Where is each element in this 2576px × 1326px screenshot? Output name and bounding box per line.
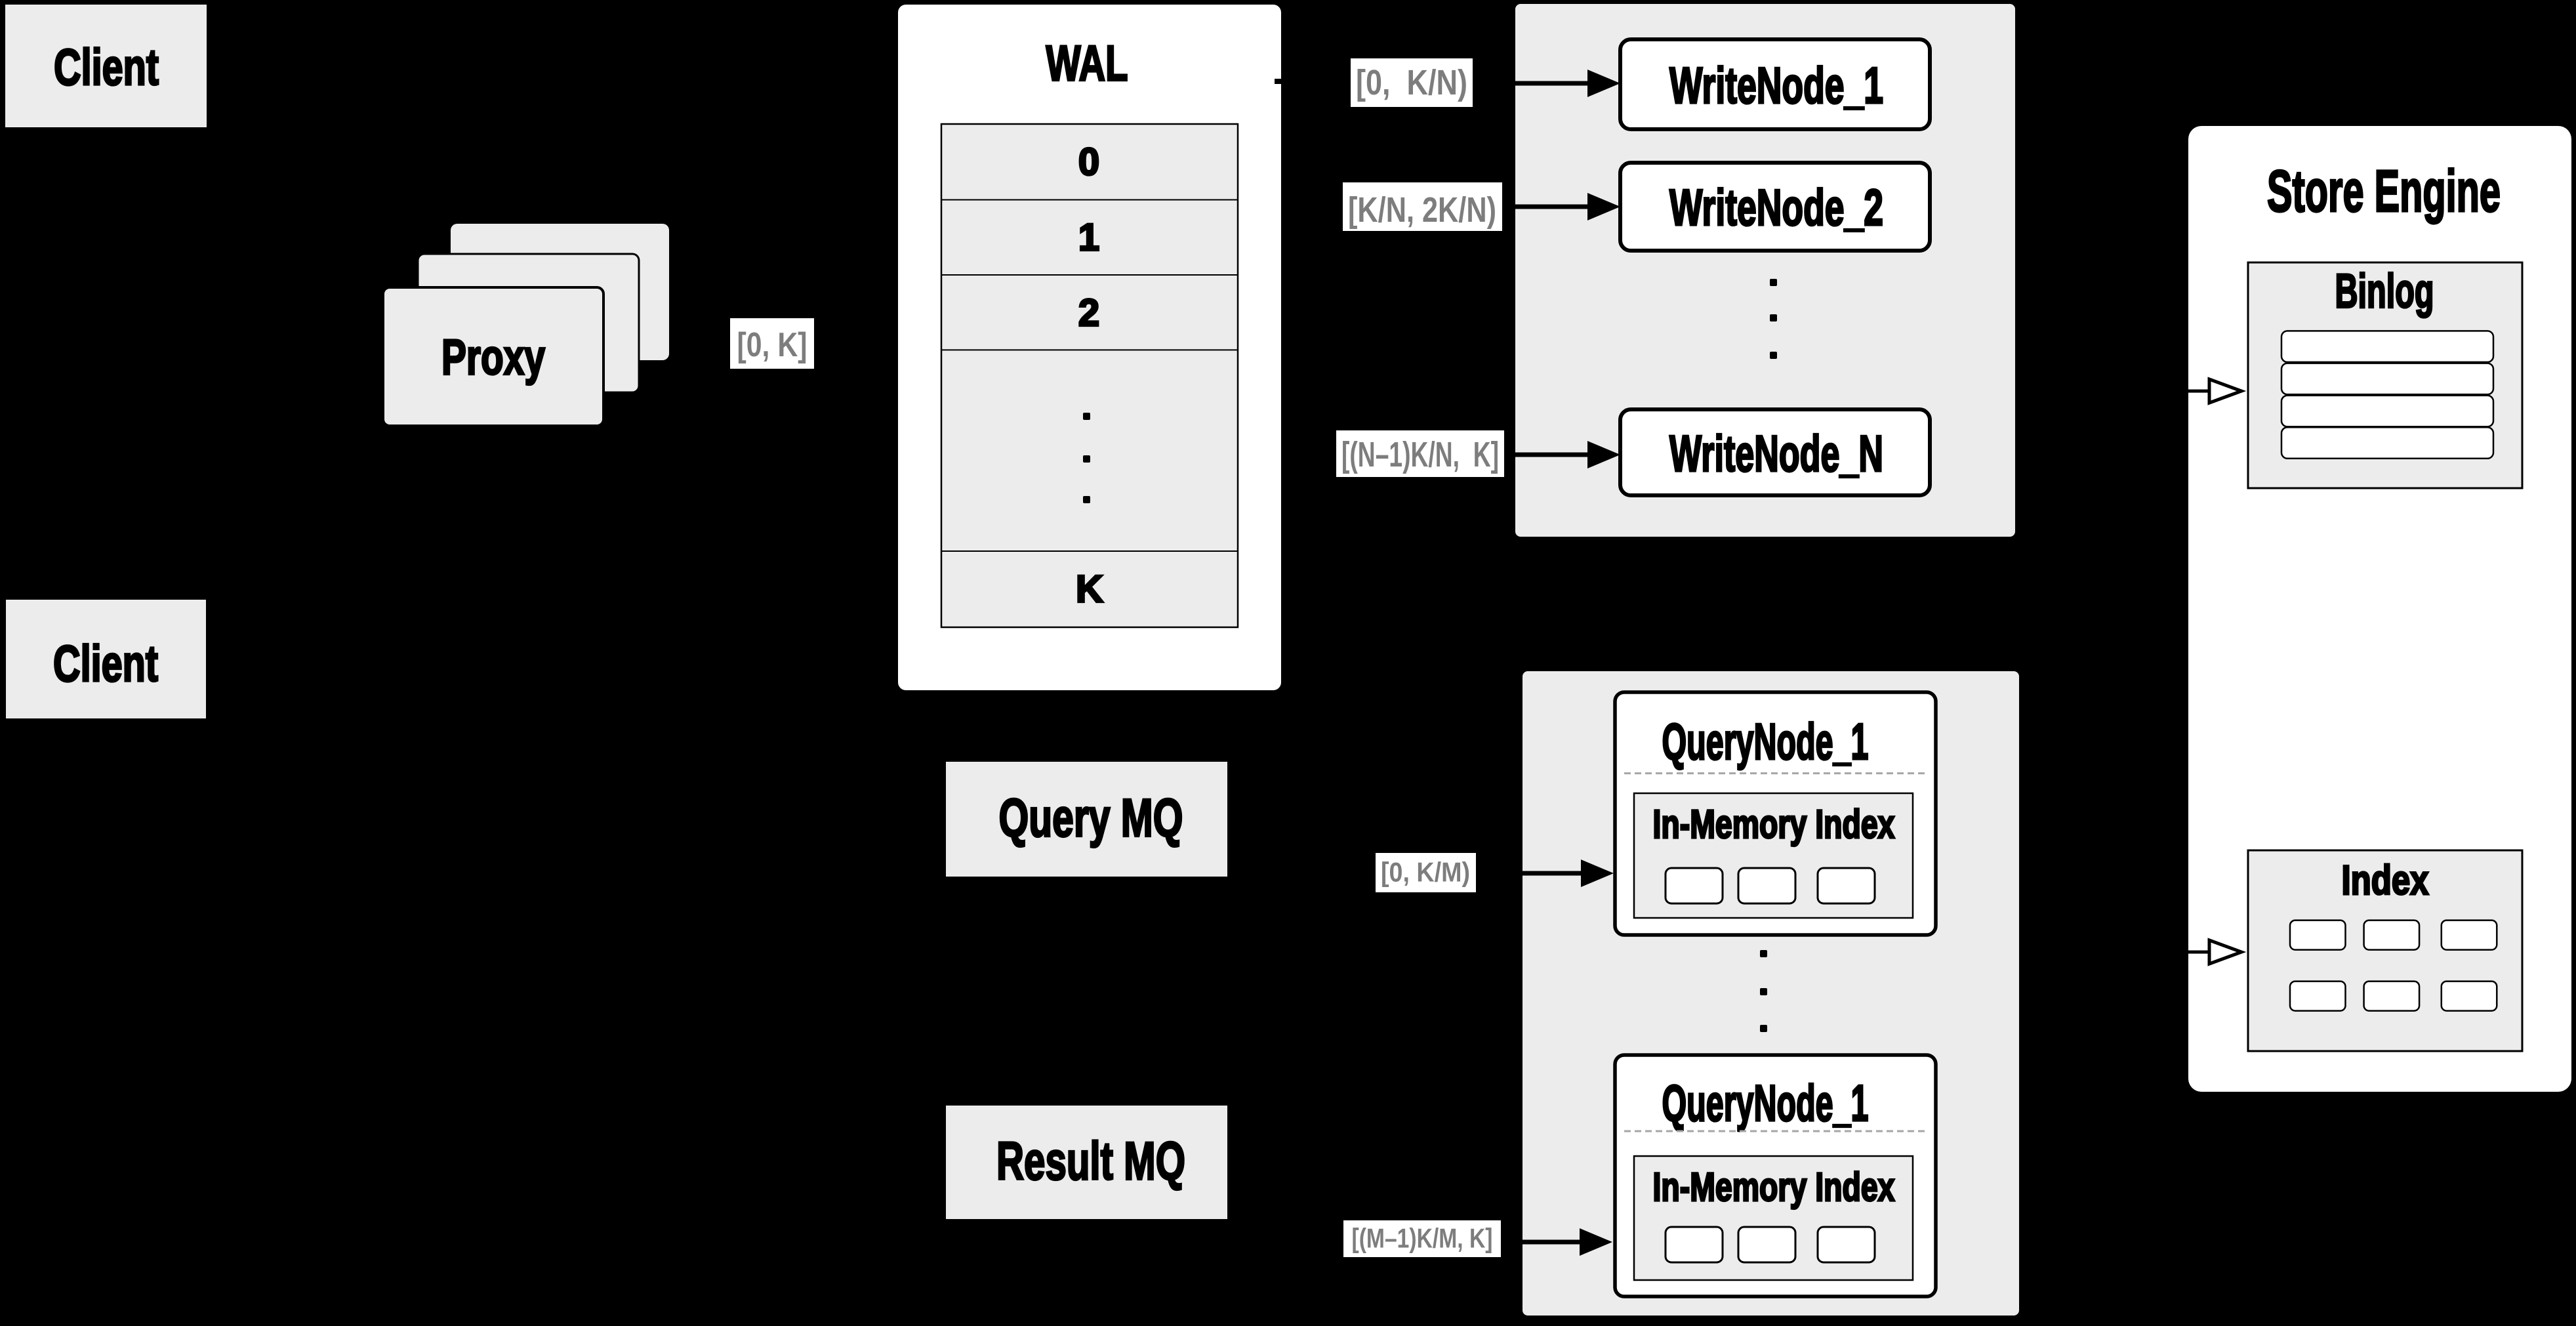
svg-text:2: 2 xyxy=(1078,292,1099,335)
svg-text:WriteNode_N: WriteNode_N xyxy=(1669,425,1883,482)
svg-text:[(N–1)K/N, K]: [(N–1)K/N, K] xyxy=(1341,435,1499,474)
svg-text:[K/N, 2K/N): [K/N, 2K/N) xyxy=(1348,190,1496,230)
svg-text:[(M–1)K/M, K]: [(M–1)K/M, K] xyxy=(1352,1223,1493,1254)
svg-text:WriteNode_2: WriteNode_2 xyxy=(1669,178,1883,236)
svg-text:QueryNode_1: QueryNode_1 xyxy=(1662,1074,1869,1132)
svg-text:[0, K/N): [0, K/N) xyxy=(1356,63,1467,102)
svg-text:[0, K]: [0, K] xyxy=(737,326,808,364)
svg-text:Client: Client xyxy=(53,634,158,692)
svg-text:In-Memory Index: In-Memory Index xyxy=(1653,802,1895,846)
svg-text:Client: Client xyxy=(54,38,159,96)
svg-text:Proxy: Proxy xyxy=(441,330,545,386)
svg-text:Binlog: Binlog xyxy=(2335,265,2434,318)
svg-text:Store Engine: Store Engine xyxy=(2267,159,2501,224)
svg-text:K: K xyxy=(1076,568,1103,611)
svg-text:QueryNode_1: QueryNode_1 xyxy=(1662,713,1869,770)
svg-text:WAL: WAL xyxy=(1046,36,1128,92)
svg-text:Result MQ: Result MQ xyxy=(996,1132,1185,1191)
svg-text:WriteNode_1: WriteNode_1 xyxy=(1669,56,1883,114)
svg-text:1: 1 xyxy=(1078,217,1099,259)
svg-text:[0, K/M): [0, K/M) xyxy=(1381,857,1470,888)
svg-text:In-Memory Index: In-Memory Index xyxy=(1653,1165,1895,1209)
svg-text:Query MQ: Query MQ xyxy=(999,789,1183,848)
svg-text:Index: Index xyxy=(2342,858,2429,903)
svg-text:0: 0 xyxy=(1078,141,1099,184)
